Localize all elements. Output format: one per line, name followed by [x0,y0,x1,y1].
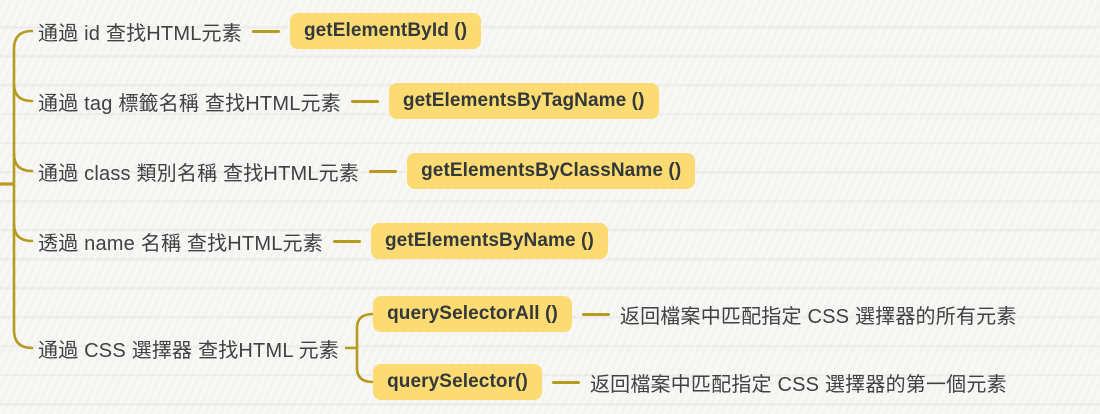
branch-label-id[interactable]: 通過 id 查找HTML元素 [38,22,242,45]
connector-dash [251,29,280,33]
connector-dash [350,99,379,103]
connector-dash [551,380,580,384]
connector-dash [369,169,398,173]
branch-label-css-selector[interactable]: 通過 CSS 選擇器 查找HTML 元素 [38,339,340,362]
branch-row-tag: 通過 tag 標籤名稱 查找HTML元素 getElementsByTagNam… [38,83,659,119]
connector-dash [332,239,361,243]
method-node-getelementsbyclassname[interactable]: getElementsByClassName () [407,153,696,189]
branch-row-name: 透過 name 名稱 查找HTML元素 getElementsByName () [38,223,608,259]
child-row-queryselectorall: querySelectorAll () 返回檔案中匹配指定 CSS 選擇器的所有… [373,296,1016,332]
branch-row-css-selector: 通過 CSS 選擇器 查找HTML 元素 querySelectorAll ()… [38,296,1017,400]
connector-dash [581,312,610,316]
bracket-connector [345,312,374,384]
method-node-queryselectorall[interactable]: querySelectorAll () [373,296,572,332]
branch-label-tag[interactable]: 通過 tag 標籤名稱 查找HTML元素 [38,92,341,115]
branch-row-class: 通過 class 類別名稱 查找HTML元素 getElementsByClas… [38,153,696,189]
css-selector-children: querySelectorAll () 返回檔案中匹配指定 CSS 選擇器的所有… [373,296,1016,400]
method-node-getelementsbyname[interactable]: getElementsByName () [370,223,608,259]
method-node-getelementsbytagname[interactable]: getElementsByTagName () [388,83,659,119]
branch-label-class[interactable]: 通過 class 類別名稱 查找HTML元素 [38,162,360,185]
spine-connector-lines [0,29,34,350]
method-node-getelementbyid[interactable]: getElementById () [289,13,482,49]
method-node-queryselector[interactable]: querySelector() [373,364,542,400]
branch-label-name[interactable]: 透過 name 名稱 查找HTML元素 [38,232,323,255]
description-queryselector[interactable]: 返回檔案中匹配指定 CSS 選擇器的第一個元素 [589,373,1007,396]
branch-row-id: 通過 id 查找HTML元素 getElementById () [38,13,482,49]
child-row-queryselector: querySelector() 返回檔案中匹配指定 CSS 選擇器的第一個元素 [373,364,1016,400]
description-queryselectorall[interactable]: 返回檔案中匹配指定 CSS 選擇器的所有元素 [619,305,1017,328]
